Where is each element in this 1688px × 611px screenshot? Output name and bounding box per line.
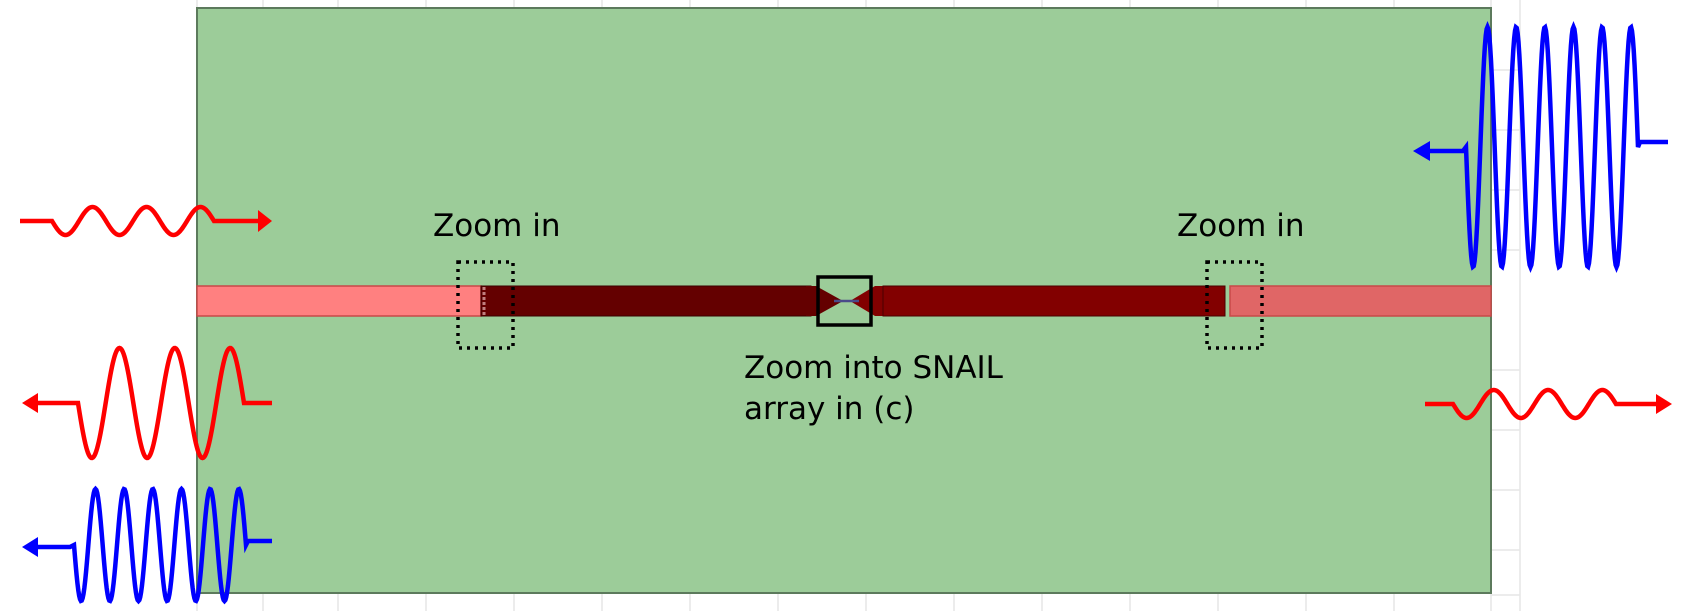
arrow-left-icon [1413,141,1430,161]
arrow-left-icon [22,393,38,413]
transmission-line [196,285,1492,317]
inner-line-right [882,285,1226,317]
outer-line-left [196,285,482,317]
signal-red-left-incoming [20,204,272,238]
snail-label-line1: Zoom into SNAIL [744,350,1004,386]
signal-blue-left-outgoing [22,485,272,605]
signal-blue-right-outgoing [1413,20,1668,274]
outer-line-right [1229,285,1492,317]
snail-zoom-box [816,275,873,327]
arrow-right-icon [258,210,272,232]
arrow-left-icon [22,537,38,557]
arrow-right-icon [1656,394,1672,414]
zoom-box-right [1205,260,1264,350]
inner-line-left [480,285,812,317]
taper-right [850,286,885,316]
snail-label-line2: array in (c) [744,391,915,427]
taper-left [806,286,843,316]
zoom-in-label-right: Zoom in [1177,208,1304,244]
signal-red-left-outgoing [22,345,272,461]
zoom-in-label-left: Zoom in [433,208,560,244]
zoom-box-left [456,260,515,350]
signal-red-right-outgoing [1425,387,1672,421]
